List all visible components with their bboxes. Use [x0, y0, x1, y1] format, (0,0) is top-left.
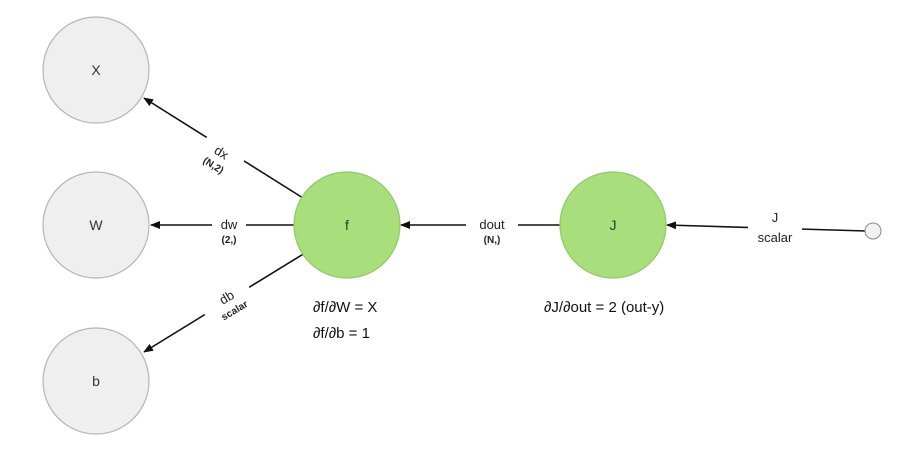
- edge-j-in-label: J: [772, 210, 779, 225]
- node-x-label: X: [91, 62, 101, 78]
- formula-df-db: ∂f/∂b = 1: [313, 325, 370, 342]
- node-w-circle: [42, 171, 150, 279]
- edge-label-backgrounds: [188, 131, 802, 335]
- edge-dw-label: dw: [221, 217, 238, 232]
- terminal-node: [864, 222, 882, 240]
- nodes: X W b f J: [42, 16, 882, 435]
- edge-db-label: db: [217, 287, 237, 307]
- formulas: ∂f/∂W = X ∂f/∂b = 1 ∂J/∂out = 2 (out-y): [313, 299, 664, 342]
- node-w-label: W: [89, 217, 103, 233]
- node-j-circle: [559, 171, 667, 279]
- node-b-circle: [42, 327, 150, 435]
- edge-j-in-shape: scalar: [758, 230, 793, 245]
- formula-dj-dout: ∂J/∂out = 2 (out-y): [544, 299, 664, 316]
- node-j-label: J: [610, 217, 617, 233]
- node-f-label: f: [345, 217, 349, 233]
- edge-dout-shape: (N,): [484, 235, 501, 246]
- edge-dw-shape: (2,): [222, 235, 237, 246]
- node-x-circle: [42, 16, 150, 124]
- node-b-label: b: [92, 373, 100, 389]
- formula-df-dw: ∂f/∂W = X: [313, 299, 377, 316]
- edge-labels: dx (N,2) dw (2,) db scalar dout (N,) J s…: [201, 142, 793, 323]
- node-f-circle: [293, 171, 401, 279]
- edge-dout-label: dout: [479, 217, 505, 232]
